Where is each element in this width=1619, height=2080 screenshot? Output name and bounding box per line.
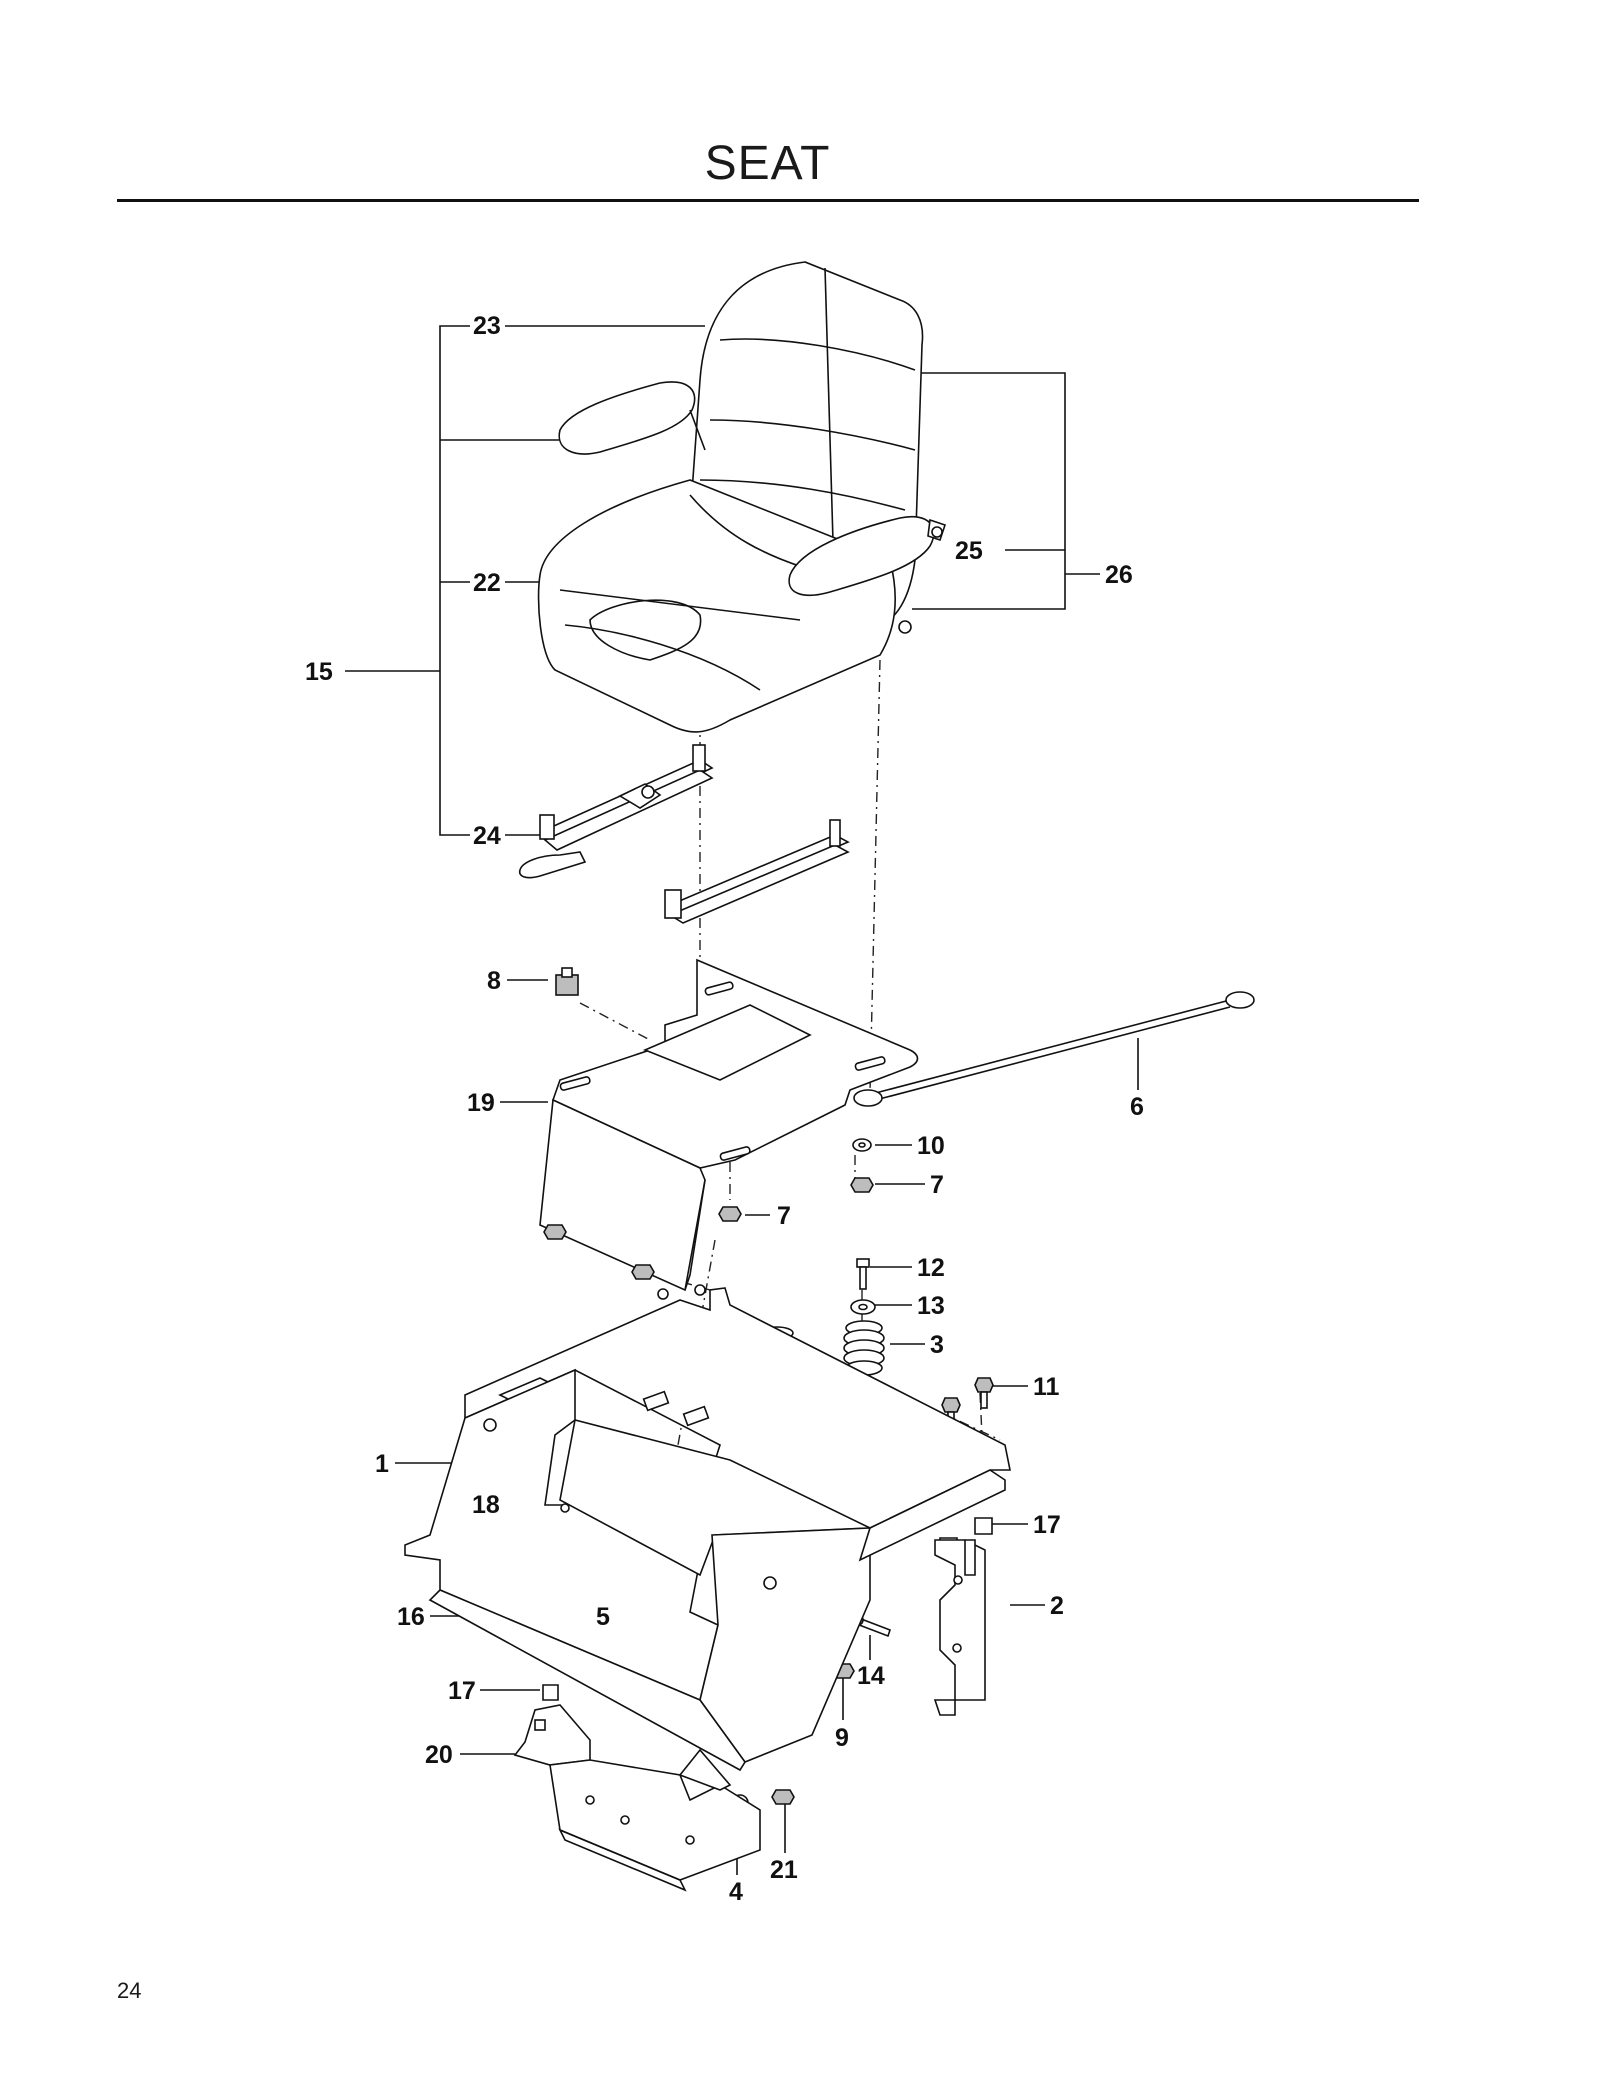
callout-20: 20 (425, 1741, 453, 1769)
callout-4: 4 (729, 1878, 743, 1906)
callout-2: 2 (1050, 1592, 1064, 1620)
callout-8: 8 (487, 967, 501, 995)
leader-lines (345, 325, 1139, 1875)
callout-6: 6 (1130, 1093, 1144, 1121)
callout-26: 26 (1105, 561, 1133, 589)
callout-22: 22 (473, 569, 501, 597)
callout-19: 19 (467, 1089, 495, 1117)
callout-9: 9 (835, 1724, 849, 1752)
page-number: 24 (117, 1978, 142, 2003)
callout-15: 15 (305, 658, 333, 686)
callout-14: 14 (857, 1662, 885, 1690)
callout-1: 1 (375, 1450, 389, 1478)
callout-5: 5 (596, 1603, 610, 1631)
callout-7b: 7 (777, 1202, 791, 1230)
callout-16: 16 (397, 1603, 425, 1631)
seat-pan (539, 958, 919, 1292)
callout-23: 23 (473, 312, 501, 340)
callout-25: 25 (955, 537, 983, 565)
lower-mount (513, 1704, 761, 1892)
slide-rails (518, 744, 850, 924)
callout-13: 13 (917, 1292, 945, 1320)
callout-21: 21 (770, 1856, 798, 1884)
callout-10: 10 (917, 1132, 945, 1160)
callout-17a: 17 (1033, 1511, 1061, 1539)
side-bracket (933, 1539, 986, 1716)
callout-18: 18 (472, 1491, 500, 1519)
callout-24: 24 (473, 822, 501, 850)
callout-7a: 7 (930, 1171, 944, 1199)
title-rule (117, 199, 1419, 202)
seat-switch (555, 967, 579, 996)
seat-assembly (537, 261, 947, 733)
callout-labels: 23 22 15 24 25 26 8 19 6 10 7 7 12 13 3 … (305, 312, 1144, 1906)
cable (853, 991, 1255, 1107)
callout-17b: 17 (448, 1677, 476, 1705)
main-frame (404, 1284, 1011, 1772)
callout-12: 12 (917, 1254, 945, 1282)
callout-11: 11 (1033, 1373, 1060, 1401)
callout-3: 3 (930, 1331, 944, 1359)
page-title: SEAT (704, 137, 831, 190)
